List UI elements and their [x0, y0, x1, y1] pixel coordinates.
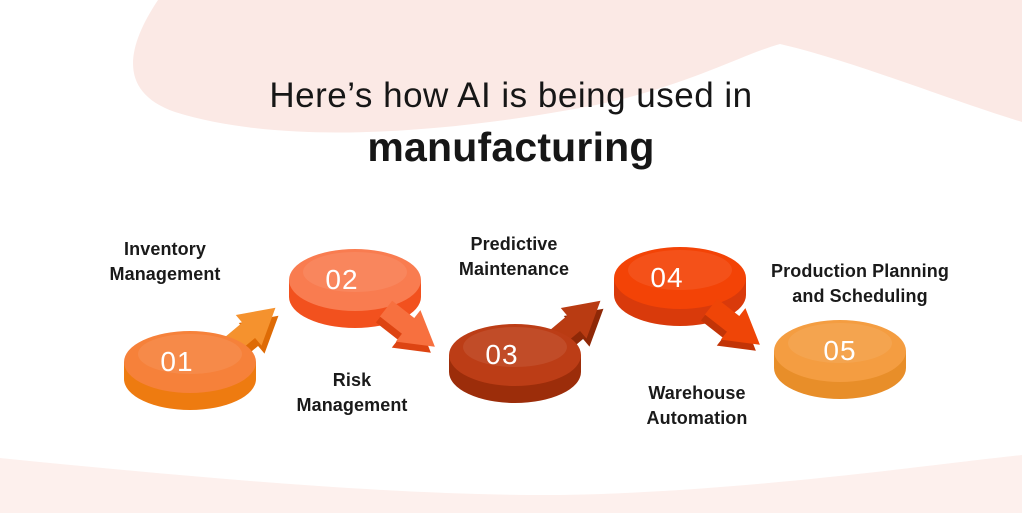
background-blob-top	[133, 0, 1022, 133]
step-3-badge: 03	[449, 300, 604, 403]
disc-highlight	[303, 252, 407, 292]
background-blob-bottom	[0, 455, 1022, 513]
step-2-label-line-1: Risk	[332, 370, 372, 390]
disc-top	[614, 247, 746, 309]
step-5-badge: 05	[774, 320, 906, 399]
step-2-badge: 02	[289, 249, 435, 353]
step-5-number: 05	[823, 335, 856, 366]
step-4-label: Warehouse Automation	[597, 381, 797, 431]
step-5-label-line-2: and Scheduling	[792, 286, 928, 306]
title-line-2: manufacturing	[367, 124, 655, 170]
disc-highlight	[628, 250, 732, 290]
title-line-1: Here’s how AI is being used in	[269, 76, 753, 115]
disc-top	[774, 320, 906, 382]
step-1-number: 01	[160, 346, 193, 377]
step-3-label: Predictive Maintenance	[414, 232, 614, 282]
step-1-label-line-1: Inventory	[124, 239, 206, 259]
step-3-label-line-1: Predictive	[470, 234, 558, 254]
step-1-label: Inventory Management	[65, 237, 265, 287]
step-4-label-line-2: Automation	[646, 408, 748, 428]
step-5-label: Production Planning and Scheduling	[755, 259, 965, 309]
arrow-down-right-icon	[700, 298, 760, 351]
disc-highlight	[788, 323, 892, 363]
step-2-label: Risk Management	[252, 368, 452, 418]
step-5-label-line-1: Production Planning	[771, 261, 949, 281]
step-4-label-line-1: Warehouse	[648, 383, 746, 403]
disc-top	[449, 324, 581, 386]
step-2-label-line-2: Management	[296, 395, 408, 415]
disc-top	[124, 331, 256, 393]
disc-highlight	[463, 327, 567, 367]
disc-highlight	[138, 334, 242, 374]
step-3-number: 03	[485, 339, 518, 370]
step-3-label-line-2: Maintenance	[458, 259, 570, 279]
step-2-number: 02	[325, 264, 358, 295]
arrow-down-right-icon	[375, 300, 435, 353]
step-1-label-line-2: Management	[109, 264, 221, 284]
disc-top	[289, 249, 421, 311]
step-4-badge: 04	[614, 247, 760, 351]
step-1-badge: 01	[124, 307, 279, 410]
step-4-number: 04	[650, 262, 683, 293]
